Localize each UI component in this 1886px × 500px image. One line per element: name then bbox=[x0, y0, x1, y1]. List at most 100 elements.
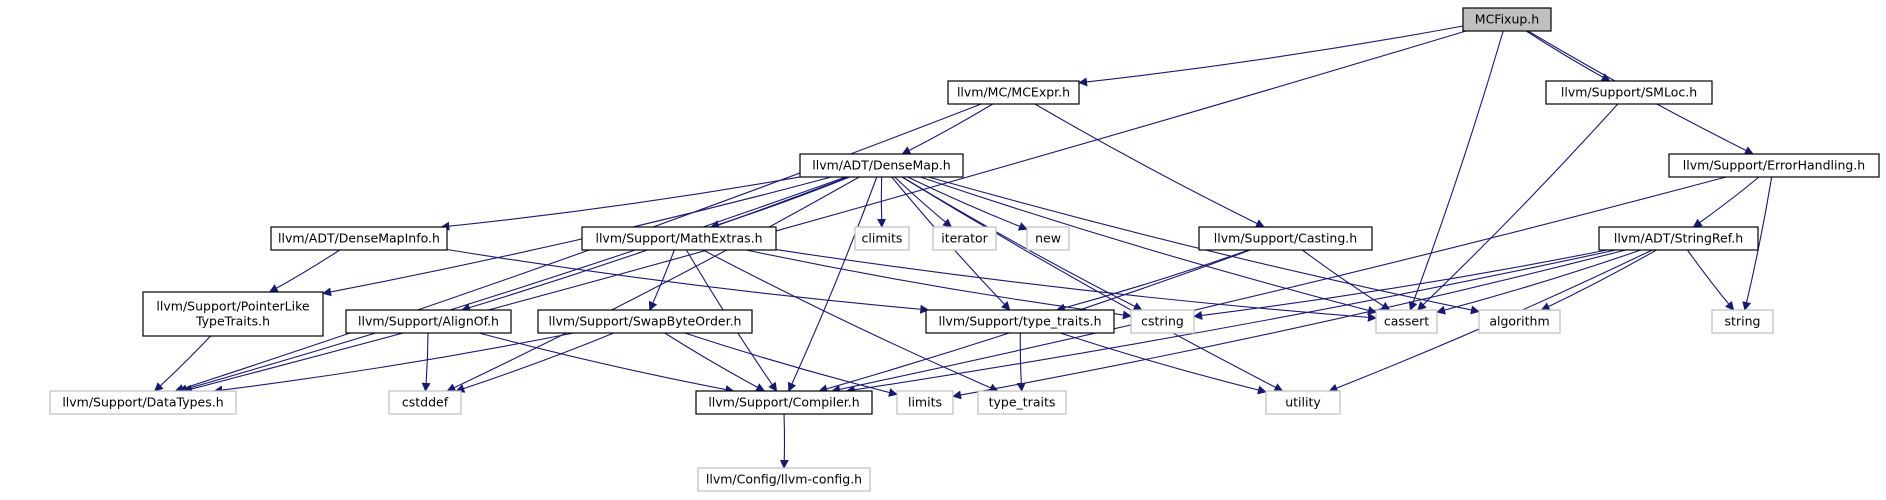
edge-mcfixup-to-cassert bbox=[1408, 30, 1504, 311]
node-climits[interactable]: climits bbox=[854, 226, 910, 251]
node-mcfixup: MCFixup.h bbox=[1462, 7, 1552, 32]
node-smloc[interactable]: llvm/Support/SMLoc.h bbox=[1545, 80, 1713, 105]
node-string[interactable]: string bbox=[1711, 309, 1774, 334]
node-mathextras-box bbox=[581, 226, 777, 251]
edge-densemap-to-cstddef bbox=[446, 176, 860, 392]
node-type_traits_h[interactable]: llvm/Support/type_traits.h bbox=[925, 309, 1115, 334]
edge-type_traits_h-to-type_traits bbox=[1016, 332, 1026, 392]
node-cstring-label: cstring bbox=[1141, 314, 1184, 329]
node-limits-label: limits bbox=[908, 395, 942, 410]
node-cstddef[interactable]: cstddef bbox=[388, 390, 462, 415]
node-mathextras-label: llvm/Support/MathExtras.h bbox=[595, 231, 762, 246]
node-pointerlike-label-2: TypeTraits.h bbox=[195, 314, 270, 329]
node-alignof-label: llvm/Support/AlignOf.h bbox=[358, 314, 499, 329]
node-utility-box bbox=[1265, 390, 1341, 415]
node-stringref-label: llvm/ADT/StringRef.h bbox=[1614, 231, 1743, 246]
node-algorithm[interactable]: algorithm bbox=[1478, 309, 1561, 334]
node-iterator-label: iterator bbox=[941, 231, 988, 246]
edge-mcexpr-to-densemap bbox=[901, 103, 993, 155]
node-llvmconfig-box bbox=[697, 467, 871, 492]
node-casting[interactable]: llvm/Support/Casting.h bbox=[1198, 226, 1373, 251]
node-mcexpr[interactable]: llvm/MC/MCExpr.h bbox=[947, 80, 1080, 105]
node-cassert[interactable]: cassert bbox=[1375, 309, 1438, 334]
edge-mcfixup-to-smloc bbox=[1525, 30, 1611, 82]
node-string-box bbox=[1711, 309, 1774, 334]
node-compiler-box bbox=[695, 390, 873, 415]
node-iterator-box bbox=[932, 226, 997, 251]
node-mcfixup-label: MCFixup.h bbox=[1475, 12, 1539, 27]
edge-mathextras-to-type_traits bbox=[702, 249, 999, 392]
node-llvmconfig-label: llvm/Config/llvm-config.h bbox=[706, 472, 862, 487]
node-mathextras[interactable]: llvm/Support/MathExtras.h bbox=[581, 226, 777, 251]
edge-densemap-to-datatypes bbox=[177, 176, 846, 394]
edge-mathextras-to-cassert bbox=[775, 249, 1377, 322]
node-alignof[interactable]: llvm/Support/AlignOf.h bbox=[345, 309, 512, 334]
node-mcfixup-box bbox=[1462, 7, 1552, 32]
node-climits-box bbox=[854, 226, 910, 251]
node-smloc-box bbox=[1545, 80, 1713, 105]
node-type_traits_h-label: llvm/Support/type_traits.h bbox=[938, 314, 1101, 329]
edge-swapbyteorder-to-cstddef bbox=[455, 332, 615, 393]
edge-alignof-to-cstddef bbox=[421, 332, 431, 392]
node-datatypes-label: llvm/Support/DataTypes.h bbox=[62, 395, 223, 410]
node-iterator[interactable]: iterator bbox=[932, 226, 997, 251]
node-densemap[interactable]: llvm/ADT/DenseMap.h bbox=[799, 153, 964, 178]
node-limits[interactable]: limits bbox=[896, 390, 954, 415]
edge-swapbyteorder-to-datatypes bbox=[213, 332, 574, 395]
node-stringref[interactable]: llvm/ADT/StringRef.h bbox=[1598, 226, 1759, 251]
node-cstring[interactable]: cstring bbox=[1130, 309, 1195, 334]
node-compiler[interactable]: llvm/Support/Compiler.h bbox=[695, 390, 873, 415]
node-new-box bbox=[1026, 226, 1070, 251]
edge-densemap-to-climits bbox=[877, 176, 887, 228]
node-densemapinfo[interactable]: llvm/ADT/DenseMapInfo.h bbox=[270, 226, 448, 251]
edge-errorhandling-to-compiler bbox=[831, 176, 1727, 394]
node-casting-box bbox=[1198, 226, 1373, 251]
edge-densemap-to-utility bbox=[901, 176, 1284, 392]
node-new[interactable]: new bbox=[1026, 226, 1070, 251]
node-errorhandling[interactable]: llvm/Support/ErrorHandling.h bbox=[1668, 153, 1880, 178]
node-swapbyteorder-box bbox=[537, 309, 753, 334]
edge-densemap-to-compiler bbox=[787, 176, 878, 392]
edge-densemap-to-new bbox=[907, 176, 1028, 231]
node-datatypes[interactable]: llvm/Support/DataTypes.h bbox=[49, 390, 237, 415]
edge-type_traits_h-to-utility bbox=[1060, 332, 1267, 395]
node-densemapinfo-box bbox=[270, 226, 448, 251]
node-cassert-label: cassert bbox=[1384, 314, 1429, 329]
node-type_traits_h-box bbox=[925, 309, 1115, 334]
nodes-layer: MCFixup.h llvm/MC/MCExpr.h llvm/Support/SM… bbox=[49, 7, 1880, 492]
node-datatypes-box bbox=[49, 390, 237, 415]
edges-layer bbox=[154, 25, 1773, 469]
edge-densemap-to-pointerlike bbox=[322, 176, 832, 297]
node-errorhandling-box bbox=[1668, 153, 1880, 178]
node-densemapinfo-label: llvm/ADT/DenseMapInfo.h bbox=[278, 231, 440, 246]
edge-mcexpr-to-datatypes bbox=[174, 103, 982, 393]
edge-mathextras-to-cstring bbox=[745, 249, 1132, 320]
node-type_traits[interactable]: type_traits bbox=[977, 390, 1067, 415]
node-limits-box bbox=[896, 390, 954, 415]
node-cstddef-box bbox=[388, 390, 462, 415]
node-utility[interactable]: utility bbox=[1265, 390, 1341, 415]
edge-densemapinfo-to-pointerlike bbox=[268, 249, 341, 293]
node-cstddef-label: cstddef bbox=[402, 395, 449, 410]
node-mcexpr-box bbox=[947, 80, 1080, 105]
edge-alignof-to-compiler bbox=[478, 332, 735, 394]
node-swapbyteorder[interactable]: llvm/Support/SwapByteOrder.h bbox=[537, 309, 753, 334]
node-pointerlike-label-1: llvm/Support/PointerLike bbox=[156, 299, 309, 314]
edge-errorhandling-to-string bbox=[1742, 176, 1773, 311]
node-smloc-label: llvm/Support/SMLoc.h bbox=[1561, 85, 1697, 100]
node-algorithm-label: algorithm bbox=[1489, 314, 1549, 329]
node-mcexpr-label: llvm/MC/MCExpr.h bbox=[957, 85, 1070, 100]
node-errorhandling-label: llvm/Support/ErrorHandling.h bbox=[1683, 158, 1865, 173]
edge-densemap-to-iterator bbox=[894, 176, 953, 228]
edge-casting-to-type_traits_h bbox=[1055, 249, 1249, 313]
node-string-label: string bbox=[1725, 314, 1761, 329]
edge-mcexpr-to-casting bbox=[1034, 103, 1265, 228]
edge-densemapinfo-to-type_traits_h bbox=[446, 248, 930, 314]
node-new-label: new bbox=[1035, 231, 1061, 246]
node-pointerlike-box bbox=[142, 291, 324, 337]
node-llvmconfig[interactable]: llvm/Config/llvm-config.h bbox=[697, 467, 871, 492]
edge-stringref-to-limits bbox=[952, 249, 1626, 400]
edge-stringref-to-algorithm bbox=[1540, 249, 1657, 311]
